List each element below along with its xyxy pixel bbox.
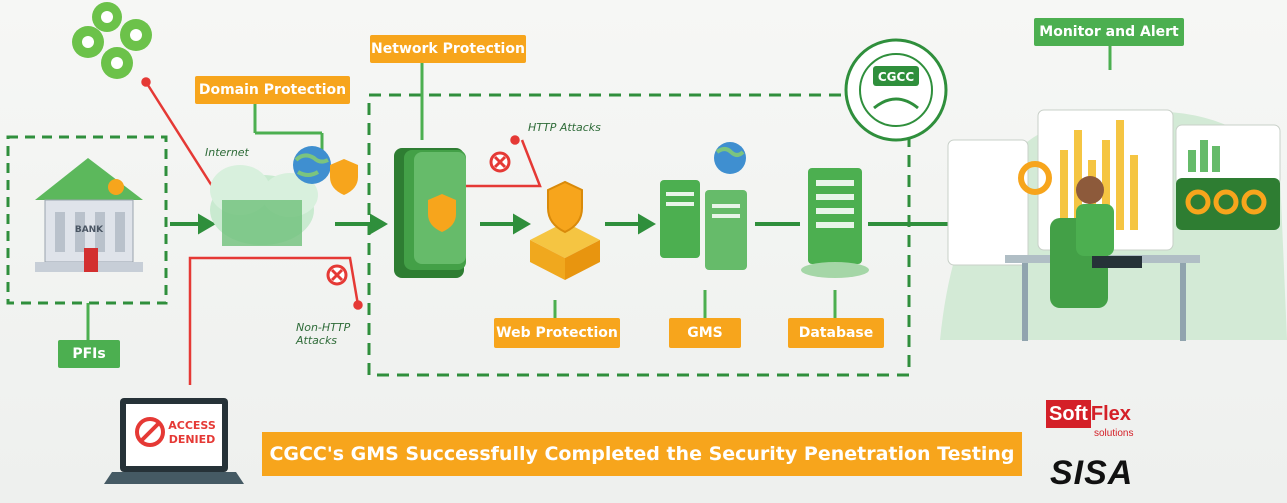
pfis-label: PFIs bbox=[58, 340, 120, 368]
non-http-attacks-note: Non-HTTP Attacks bbox=[296, 321, 351, 347]
flow-arrows bbox=[170, 213, 950, 235]
softflex-logo-part2: Flex bbox=[1090, 403, 1131, 425]
access-denied-line1: ACCESS bbox=[168, 419, 216, 432]
protected-zone-boundary bbox=[367, 93, 911, 377]
bank-sign: BANK bbox=[75, 225, 104, 235]
network-protection-label: Network Protection bbox=[370, 35, 526, 63]
database-server-icon bbox=[801, 168, 869, 278]
monitor-alert-label: Monitor and Alert bbox=[1034, 18, 1184, 46]
malware-bugs-icon bbox=[72, 2, 152, 79]
pfi-boundary bbox=[6, 135, 168, 305]
seal-text: CGCC bbox=[878, 70, 914, 84]
bank-building-icon bbox=[35, 158, 143, 272]
gms-label: GMS bbox=[669, 318, 741, 348]
globe-icon bbox=[293, 146, 331, 184]
blocked-icon bbox=[489, 151, 511, 173]
web-application-firewall-icon bbox=[530, 180, 600, 280]
internet-cloud-icon bbox=[210, 165, 318, 246]
sisa-logo: SISA bbox=[1050, 454, 1134, 492]
firewall-appliance-icon bbox=[394, 148, 466, 278]
monitoring-dashboard-illustration bbox=[940, 109, 1287, 341]
cgcc-seal-logo bbox=[844, 38, 948, 142]
web-protection-label: Web Protection bbox=[494, 318, 620, 348]
softflex-logo-sub: solutions bbox=[1094, 428, 1134, 439]
shield-icon bbox=[330, 159, 358, 195]
gms-server-icon bbox=[660, 142, 747, 270]
headline-banner: CGCC's GMS Successfully Completed the Se… bbox=[262, 432, 1022, 476]
access-denied-line2: DENIED bbox=[169, 433, 216, 446]
softflex-logo-part1: Soft bbox=[1046, 400, 1091, 428]
laptop-icon bbox=[104, 398, 244, 484]
domain-protection-label: Domain Protection bbox=[195, 76, 350, 104]
internet-note: Internet bbox=[205, 146, 249, 159]
blocked-icon bbox=[326, 264, 348, 286]
database-label: Database bbox=[788, 318, 884, 348]
http-attacks-note: HTTP Attacks bbox=[528, 121, 601, 134]
